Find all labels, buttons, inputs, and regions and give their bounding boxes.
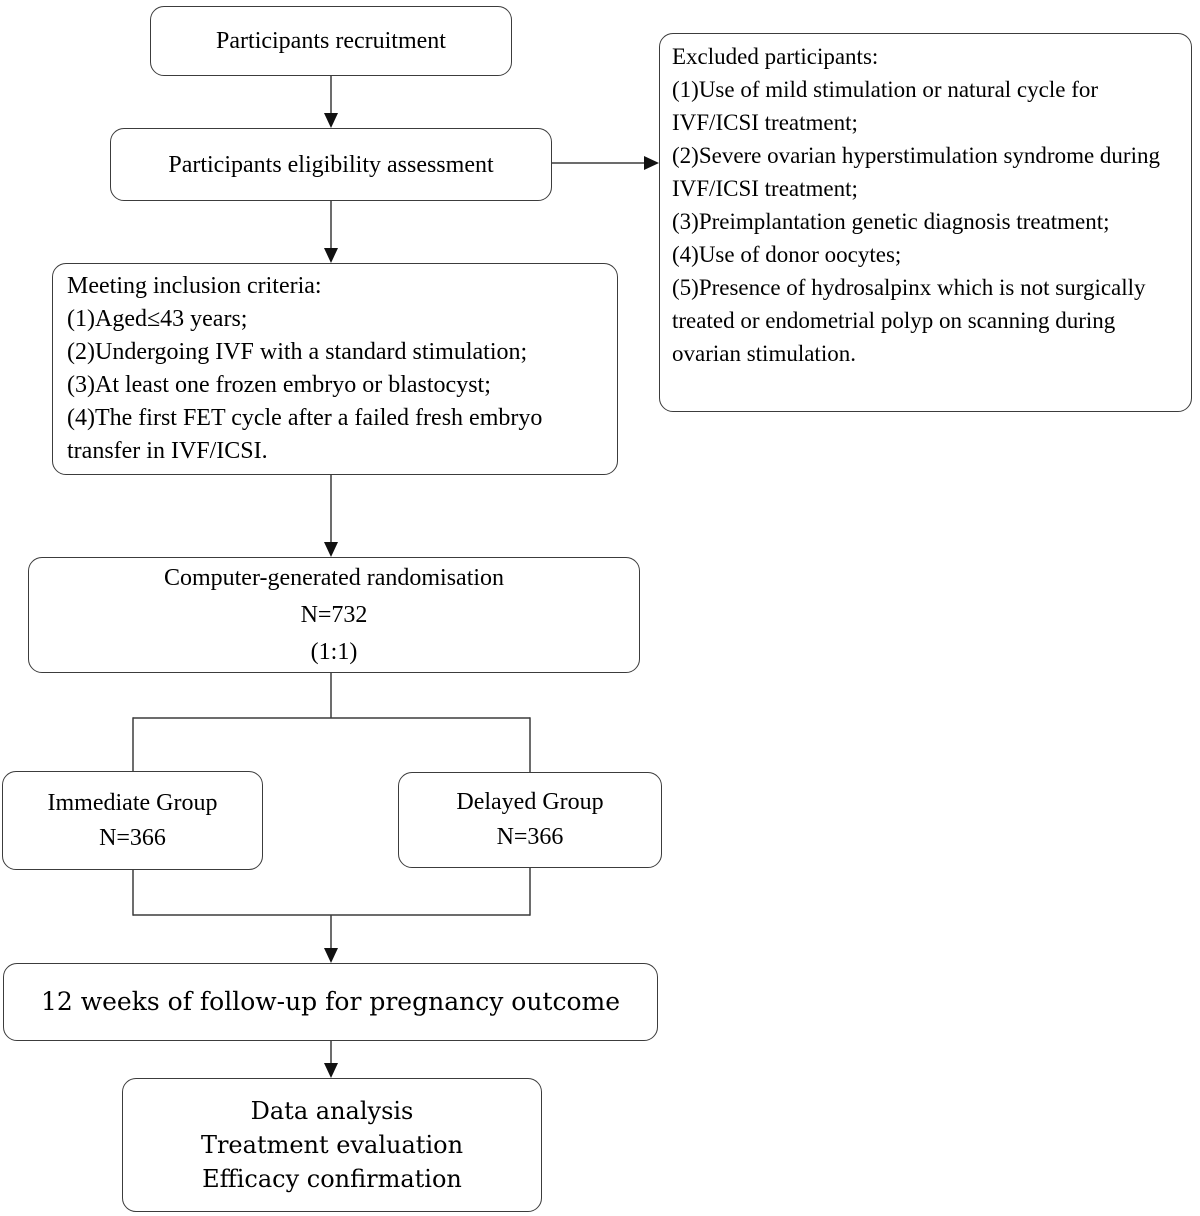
excluded-item-2: (2)Severe ovarian hyperstimulation syndr… — [672, 143, 1160, 201]
arrowhead-merge-followup — [324, 948, 338, 963]
inclusion-criteria-box: Meeting inclusion criteria: (1)Aged≤43 y… — [52, 263, 618, 475]
analysis-box: Data analysis Treatment evaluation Effic… — [122, 1078, 542, 1212]
delayed-group-label: Delayed Group — [456, 789, 604, 815]
excluded-item-1: (1)Use of mild stimulation or natural cy… — [672, 77, 1099, 135]
inclusion-item-2: (2)Undergoing IVF with a standard stimul… — [67, 339, 528, 365]
immediate-group-n: N=366 — [99, 824, 166, 851]
arrowhead-eligibility-excluded — [644, 156, 659, 170]
arrowhead-followup-analysis — [324, 1063, 338, 1078]
randomisation-ratio: (1:1) — [310, 638, 358, 665]
recruitment-label: Participants recruitment — [216, 28, 446, 54]
inclusion-item-1: (1)Aged≤43 years; — [67, 306, 248, 332]
excluded-title: Excluded participants: — [672, 44, 879, 69]
analysis-line-1: Data analysis — [250, 1097, 414, 1125]
randomisation-n: N=732 — [300, 601, 368, 628]
randomisation-label: Computer-generated randomisation — [163, 564, 505, 591]
excluded-box: Excluded participants: (1)Use of mild st… — [659, 33, 1192, 412]
analysis-line-2: Treatment evaluation — [200, 1131, 464, 1159]
excluded-item-4: (4)Use of donor oocytes; — [672, 242, 902, 267]
arrowhead-inclusion-randomisation — [324, 542, 338, 557]
eligibility-label: Participants eligibility assessment — [168, 151, 494, 178]
excluded-item-3: (3)Preimplantation genetic diagnosis tre… — [672, 209, 1110, 234]
inclusion-title: Meeting inclusion criteria: — [67, 273, 322, 299]
eligibility-box: Participants eligibility assessment — [110, 128, 552, 201]
follow-up-label: 12 weeks of follow-up for pregnancy outc… — [40, 987, 621, 1016]
arrowhead-eligibility-inclusion — [324, 248, 338, 263]
delayed-group-n: N=366 — [496, 824, 564, 850]
delayed-group-box: Delayed Group N=366 — [398, 772, 662, 868]
recruitment-box: Participants recruitment — [150, 6, 512, 76]
inclusion-item-4: (4)The first FET cycle after a failed fr… — [67, 405, 543, 464]
randomisation-box: Computer-generated randomisation N=732 (… — [28, 557, 640, 673]
immediate-group-label: Immediate Group — [47, 789, 218, 816]
arrowhead-recruitment-eligibility — [324, 113, 338, 128]
inclusion-item-3: (3)At least one frozen embryo or blastoc… — [67, 372, 491, 398]
analysis-line-3: Efficacy confirmation — [202, 1165, 462, 1193]
immediate-group-box: Immediate Group N=366 — [2, 771, 263, 870]
excluded-item-5: (5)Presence of hydrosalpinx which is not… — [672, 275, 1146, 366]
follow-up-box: 12 weeks of follow-up for pregnancy outc… — [3, 963, 658, 1041]
